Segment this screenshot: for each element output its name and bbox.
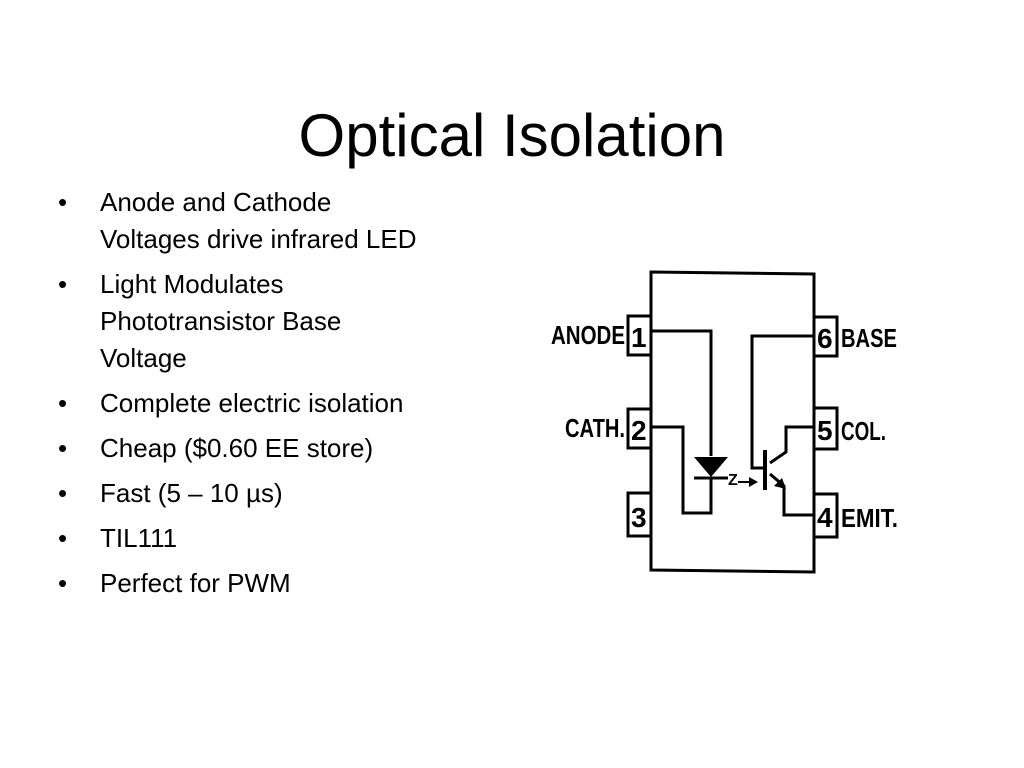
pin-label-anode: ANODE [551,320,625,350]
bullet-text-line: Phototransistor Base [100,306,342,336]
bullet-dot-icon: • [58,568,68,598]
pin-label-base: BASE [841,323,897,353]
cathode-wire [651,425,713,515]
bullet-text-line: Voltages drive infrared LED [100,224,417,254]
bullet-text-line: Voltage [100,343,187,373]
pin-number-5: 5 [817,415,833,446]
bullet-item: • TIL111 [55,520,505,557]
optocoupler-diagram: Z 1 2 3 6 5 4 ANODE CATH. BASE COL. EMIT… [551,270,898,574]
pin-label-collector: COL. [841,416,886,446]
pin-number-1: 1 [631,322,647,353]
bullet-dot-icon: • [58,523,68,553]
light-emission-mark: Z [728,472,738,489]
light-arrowhead-icon [749,477,758,487]
bullet-item: • Cheap ($0.60 EE store) [55,430,505,467]
pin-number-3: 3 [631,502,647,533]
bullet-item: • Anode and Cathode Voltages drive infra… [55,184,505,258]
pin-number-6: 6 [817,323,833,354]
bullet-item: • Fast (5 – 10 µs) [55,475,505,512]
pin-label-emitter: EMIT. [841,503,898,533]
bullet-text-line: Cheap ($0.60 EE store) [100,433,374,463]
bullet-text-line: Complete electric isolation [100,388,404,418]
emitter-arrow-icon [774,478,786,489]
pin-label-cathode: CATH. [565,413,625,443]
bullet-dot-icon: • [58,388,68,418]
bullet-item: • Perfect for PWM [55,565,505,602]
base-wire [750,334,814,470]
bullet-text-line: TIL111 [100,523,178,553]
bullet-list: • Anode and Cathode Voltages drive infra… [55,184,505,610]
pin-number-4: 4 [817,502,833,533]
bullet-dot-icon: • [58,478,68,508]
bullet-dot-icon: • [58,269,68,299]
bullet-dot-icon: • [58,187,68,217]
bullet-item: • Light Modulates Phototransistor Base V… [55,266,505,377]
pin-box-1 [626,314,653,357]
pin-box-3 [626,491,653,538]
bullet-text-line: Light Modulates [100,269,284,299]
pin-number-2: 2 [631,415,647,446]
bullet-text-line: Fast (5 – 10 µs) [100,478,283,508]
anode-wire [651,329,713,456]
bullet-dot-icon: • [58,433,68,463]
emitter-wire [769,472,814,517]
bullet-text-line: Anode and Cathode [100,187,332,217]
bullet-text-line: Perfect for PWM [100,568,291,598]
led-diode-icon [694,457,728,477]
slide-title: Optical Isolation [298,102,726,170]
package-outline [649,270,816,574]
bullet-item: • Complete electric isolation [55,385,505,422]
collector-wire [769,425,814,465]
